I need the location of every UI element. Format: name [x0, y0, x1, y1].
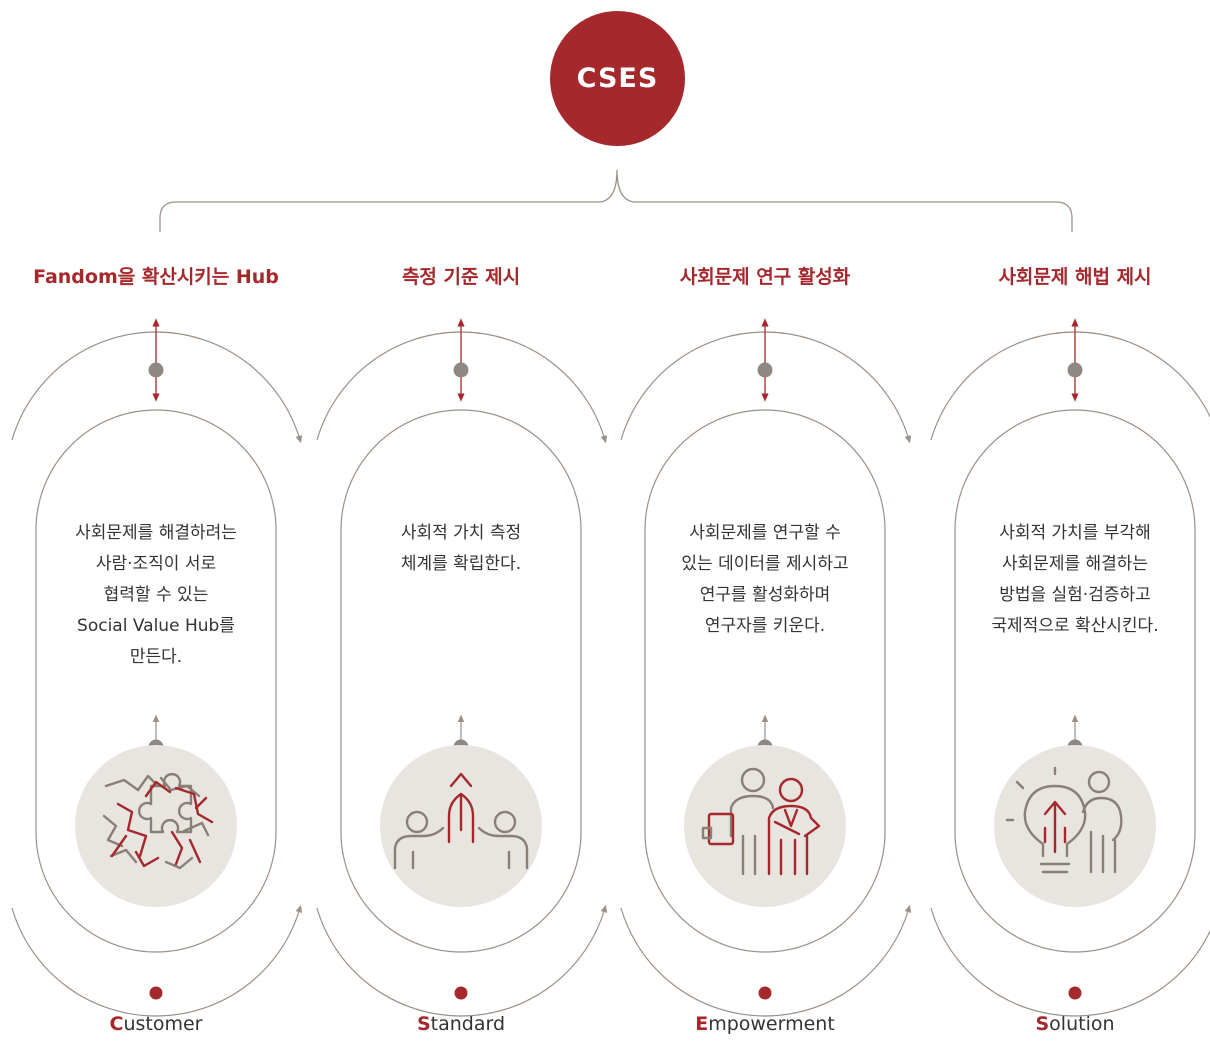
description-line: 협력할 수 있는 [103, 585, 209, 605]
pillar-caption: Standard [351, 1013, 571, 1035]
pillar-4 [930, 318, 1210, 1017]
top-node [1067, 362, 1083, 378]
description-line: Social Value Hub를 [77, 616, 235, 636]
cses-label: CSES [576, 63, 659, 94]
top-node [148, 362, 164, 378]
description-line: 방법을 실험·검증하고 [999, 585, 1151, 605]
description-line: 사람·조직이 서로 [95, 554, 217, 574]
bottom-node [758, 986, 772, 1000]
outer-arc-top [930, 331, 1210, 441]
caption-rest: ustomer [123, 1013, 203, 1035]
description-line: 연구를 활성화하며 [699, 585, 831, 605]
bottom-node [454, 986, 468, 1000]
description-line: 연구자를 키운다. [704, 616, 826, 636]
outer-arc-bottom [620, 904, 912, 1017]
description-line: 사회문제를 연구할 수 [689, 523, 841, 543]
top-brace [159, 169, 1073, 232]
pillar-heading: 사회문제 연구 활성화 [679, 266, 851, 288]
pillar-2 [316, 318, 608, 1017]
caption-rest: olution [1049, 1013, 1115, 1035]
pillar-caption: Empowerment [655, 1013, 875, 1035]
stadium-outline [35, 409, 277, 953]
caption-initial: S [416, 1013, 431, 1035]
description-line: 체계를 확립한다. [400, 554, 522, 574]
icon-background [684, 745, 846, 907]
stadium-outline [954, 409, 1196, 953]
pillar-heading: 사회문제 해법 제시 [998, 266, 1152, 288]
pillar-heading: Fandom을 확산시키는 Hub [33, 266, 279, 288]
description-line: 있는 데이터를 제시하고 [681, 554, 849, 574]
icon-background [994, 745, 1156, 907]
people-arrow-up-icon [393, 772, 529, 870]
caption-rest: tandard [430, 1013, 506, 1035]
stadium-outline [644, 409, 886, 953]
top-node [453, 362, 469, 378]
cses-badge: CSES [550, 11, 685, 146]
description-line: 사회적 가치를 부각해 [999, 523, 1151, 543]
pillar-heading: 측정 기준 제시 [401, 266, 521, 288]
outer-arc-bottom [930, 907, 1210, 1017]
mentor-researcher-icon [701, 767, 821, 876]
pillar-caption: Customer [46, 1013, 266, 1035]
outer-arc-bottom [11, 904, 303, 1017]
puzzle-icon [102, 773, 214, 870]
description-line: 국제적으로 확산시킨다. [991, 616, 1159, 636]
caption-initial: S [1035, 1013, 1050, 1035]
pillar-1 [11, 318, 303, 1017]
description-line: 사회문제를 해결하는 [1001, 554, 1149, 574]
description-line: 사회적 가치 측정 [400, 523, 522, 543]
pillar-caption: Solution [965, 1013, 1185, 1035]
icon-background [75, 745, 237, 907]
caption-initial: E [695, 1013, 709, 1035]
caption-initial: C [109, 1013, 124, 1035]
lightbulb-person-icon [1005, 766, 1123, 874]
description-line: 사회문제를 해결하려는 [75, 523, 237, 543]
description-line: 만든다. [129, 647, 183, 667]
bottom-node [149, 986, 163, 1000]
outer-arc-bottom [316, 904, 608, 1017]
caption-rest: mpowerment [708, 1013, 835, 1035]
stadium-outline [340, 409, 582, 953]
top-node [757, 362, 773, 378]
bottom-node [1068, 986, 1082, 1000]
pillar-3 [620, 318, 912, 1017]
